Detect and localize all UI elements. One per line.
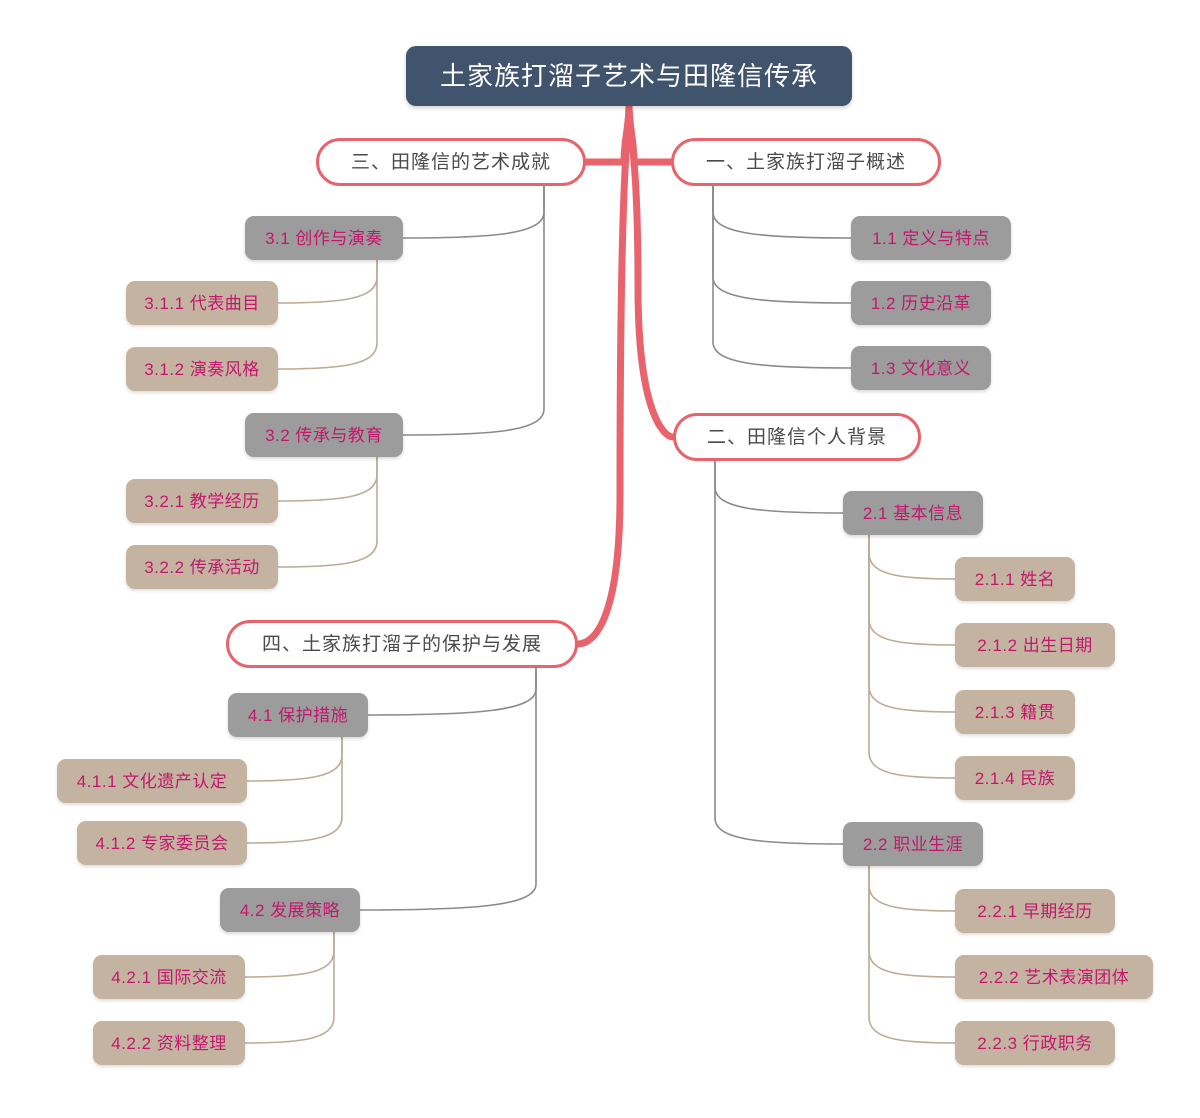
leafnode-g4_1_2[interactable]: 4.1.2 专家委员会 bbox=[77, 821, 247, 865]
leafnode-g4_1_2-label: 4.1.2 专家委员会 bbox=[95, 833, 229, 853]
root-node-label: 土家族打溜子艺术与田隆信传承 bbox=[439, 61, 818, 91]
branch-node-b3-label: 三、田隆信的艺术成就 bbox=[350, 151, 551, 173]
leafnode-g3_2_1-label: 3.2.1 教学经历 bbox=[144, 491, 260, 511]
subnode-c2_2-label: 2.2 职业生涯 bbox=[862, 834, 964, 854]
edge-c4_1-g4_1_2 bbox=[246, 736, 343, 844]
edge-c2_1-g2_1_2 bbox=[868, 534, 956, 646]
subnode-c3_2[interactable]: 3.2 传承与教育 bbox=[245, 413, 403, 457]
leafnode-g4_2_1-label: 4.2.1 国际交流 bbox=[111, 967, 227, 987]
edge-b1-c1_1 bbox=[712, 185, 852, 239]
subnode-c2_2[interactable]: 2.2 职业生涯 bbox=[843, 822, 983, 866]
leafnode-g2_2_1-label: 2.2.1 早期经历 bbox=[977, 901, 1093, 921]
leafnode-g3_2_2[interactable]: 3.2.2 传承活动 bbox=[126, 545, 278, 589]
branch-node-b1-label: 一、土家族打溜子概述 bbox=[705, 151, 906, 173]
leafnode-g3_1_2-label: 3.1.2 演奏风格 bbox=[144, 359, 260, 379]
edge-c2_2-g2_2_2 bbox=[868, 865, 956, 978]
edge-b1-c1_2 bbox=[712, 185, 852, 304]
subnode-c3_1[interactable]: 3.1 创作与演奏 bbox=[245, 216, 403, 260]
edge-b1-c1_3 bbox=[712, 185, 852, 369]
branch-node-b3[interactable]: 三、田隆信的艺术成就 bbox=[316, 138, 586, 186]
subnode-c2_1-label: 2.1 基本信息 bbox=[862, 503, 964, 523]
branch-node-b1[interactable]: 一、土家族打溜子概述 bbox=[671, 138, 941, 186]
edge-c2_2-g2_2_3 bbox=[868, 865, 956, 1044]
leafnode-g4_1_1[interactable]: 4.1.1 文化遗产认定 bbox=[57, 759, 247, 803]
subnode-c4_1[interactable]: 4.1 保护措施 bbox=[228, 693, 368, 737]
edge-c4_2-g4_2_1 bbox=[244, 931, 335, 978]
leafnode-g2_1_4[interactable]: 2.1.4 民族 bbox=[955, 756, 1075, 800]
subnode-c3_2-label: 3.2 传承与教育 bbox=[265, 425, 383, 445]
trunk-edge-b2 bbox=[625, 102, 677, 441]
edge-c3_2-g3_2_2 bbox=[277, 456, 378, 568]
edge-b4-c4_2 bbox=[359, 667, 537, 911]
leafnode-g2_1_4-label: 2.1.4 民族 bbox=[974, 768, 1056, 788]
subnode-c1_1[interactable]: 1.1 定义与特点 bbox=[851, 216, 1011, 260]
branch-node-b2[interactable]: 二、田隆信个人背景 bbox=[673, 413, 921, 461]
leafnode-g2_2_1[interactable]: 2.2.1 早期经历 bbox=[955, 889, 1115, 933]
trunk-edge-b4 bbox=[574, 102, 633, 648]
subnode-c2_1[interactable]: 2.1 基本信息 bbox=[843, 491, 983, 535]
subnode-c4_1-label: 4.1 保护措施 bbox=[247, 705, 349, 725]
edge-b4-c4_1 bbox=[367, 667, 537, 716]
subnode-c1_1-label: 1.1 定义与特点 bbox=[872, 228, 990, 248]
edge-c3_1-g3_1_2 bbox=[277, 259, 378, 370]
leafnode-g2_1_1-label: 2.1.1 姓名 bbox=[974, 569, 1056, 589]
edge-c2_1-g2_1_3 bbox=[868, 534, 956, 713]
subnode-c1_3[interactable]: 1.3 文化意义 bbox=[851, 346, 991, 390]
branch-node-b4-label: 四、土家族打溜子的保护与发展 bbox=[261, 633, 542, 655]
edge-c4_2-g4_2_2 bbox=[244, 931, 335, 1044]
leafnode-g3_2_1[interactable]: 3.2.1 教学经历 bbox=[126, 479, 278, 523]
leafnode-g3_1_2[interactable]: 3.1.2 演奏风格 bbox=[126, 347, 278, 391]
leafnode-g2_1_2-label: 2.1.2 出生日期 bbox=[977, 635, 1093, 655]
edge-c3_2-g3_2_1 bbox=[277, 456, 378, 502]
edge-b3-c3_2 bbox=[402, 185, 545, 436]
leafnode-g2_1_1[interactable]: 2.1.1 姓名 bbox=[955, 557, 1075, 601]
edge-c2_2-g2_2_1 bbox=[868, 865, 956, 912]
edge-c4_1-g4_1_1 bbox=[246, 736, 343, 782]
leafnode-g4_2_2[interactable]: 4.2.2 资料整理 bbox=[93, 1021, 245, 1065]
subnode-c1_3-label: 1.3 文化意义 bbox=[870, 358, 972, 378]
leafnode-g2_2_3-label: 2.2.3 行政职务 bbox=[977, 1033, 1093, 1053]
leafnode-g2_2_2[interactable]: 2.2.2 艺术表演团体 bbox=[955, 955, 1153, 999]
trunk-edge-b1 bbox=[625, 102, 675, 166]
leafnode-g4_1_1-label: 4.1.1 文化遗产认定 bbox=[76, 771, 228, 791]
root-node[interactable]: 土家族打溜子艺术与田隆信传承 bbox=[406, 46, 852, 106]
leafnode-g2_1_3[interactable]: 2.1.3 籍贯 bbox=[955, 690, 1075, 734]
leafnode-g2_2_2-label: 2.2.2 艺术表演团体 bbox=[978, 967, 1130, 987]
trunk-edge-b3 bbox=[582, 102, 633, 166]
edge-b2-c2_2 bbox=[714, 460, 844, 845]
leafnode-g2_1_3-label: 2.1.3 籍贯 bbox=[974, 702, 1056, 722]
leafnode-g2_1_2[interactable]: 2.1.2 出生日期 bbox=[955, 623, 1115, 667]
leafnode-g4_2_2-label: 4.2.2 资料整理 bbox=[111, 1033, 227, 1053]
edge-c2_1-g2_1_4 bbox=[868, 534, 956, 779]
edge-c3_1-g3_1_1 bbox=[277, 259, 378, 304]
leafnode-g3_2_2-label: 3.2.2 传承活动 bbox=[144, 557, 260, 577]
leafnode-g2_2_3[interactable]: 2.2.3 行政职务 bbox=[955, 1021, 1115, 1065]
subnode-c4_2[interactable]: 4.2 发展策略 bbox=[220, 888, 360, 932]
edge-b3-c3_1 bbox=[402, 185, 545, 239]
subnode-c1_2[interactable]: 1.2 历史沿革 bbox=[851, 281, 991, 325]
branch-node-b2-label: 二、田隆信个人背景 bbox=[706, 426, 887, 448]
leafnode-g4_2_1[interactable]: 4.2.1 国际交流 bbox=[93, 955, 245, 999]
edge-b2-c2_1 bbox=[714, 460, 844, 514]
edge-c2_1-g2_1_1 bbox=[868, 534, 956, 580]
leafnode-g3_1_1-label: 3.1.1 代表曲目 bbox=[144, 293, 260, 313]
subnode-c4_2-label: 4.2 发展策略 bbox=[239, 900, 341, 920]
branch-node-b4[interactable]: 四、土家族打溜子的保护与发展 bbox=[226, 620, 578, 668]
subnode-c3_1-label: 3.1 创作与演奏 bbox=[265, 228, 383, 248]
subnode-c1_2-label: 1.2 历史沿革 bbox=[870, 293, 972, 313]
leafnode-g3_1_1[interactable]: 3.1.1 代表曲目 bbox=[126, 281, 278, 325]
